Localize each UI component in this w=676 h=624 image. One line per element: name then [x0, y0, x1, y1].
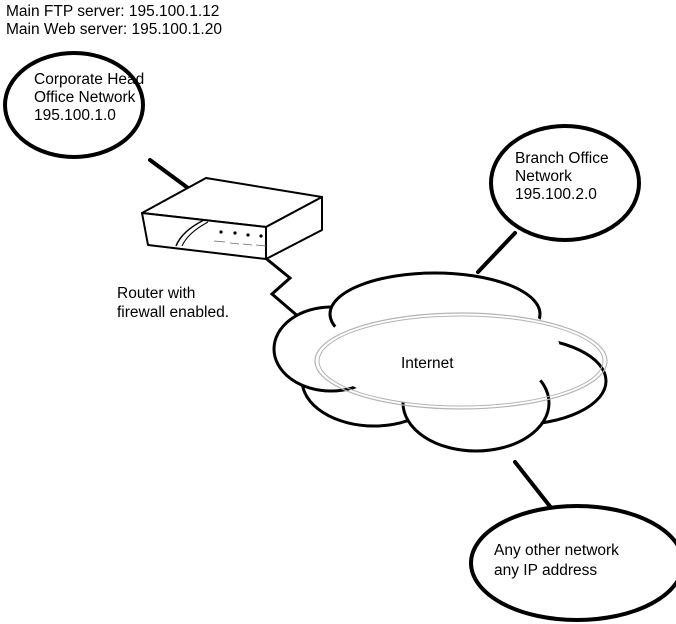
head-office-network-ellipse [3, 51, 145, 159]
branch-office-network-ellipse [489, 124, 641, 242]
head-office-label-2: Office Network [34, 89, 136, 106]
link-internet-other [513, 460, 558, 516]
head-office-label-1: Corporate Head [34, 71, 145, 88]
other-network-label-2: any IP address [494, 562, 598, 579]
internet-label: Internet [401, 355, 454, 372]
router-label-2: firewall enabled. [117, 304, 230, 321]
branch-office-label-1: Branch Office [515, 150, 609, 167]
branch-office-label-3: 195.100.2.0 [515, 186, 597, 203]
internet-inner-ellipse-2 [318, 315, 604, 407]
branch-office-label-2: Network [515, 168, 572, 185]
other-network-ellipse [469, 504, 676, 622]
link-branch-internet [476, 231, 517, 274]
link-head-office-router [148, 158, 190, 190]
router-device-icon [141, 177, 323, 260]
router-label-1: Router with [117, 285, 196, 302]
internet-inner-ellipse [314, 312, 608, 410]
cloud-icon [272, 271, 608, 453]
header-web-server: Main Web server: 195.100.1.20 [6, 21, 222, 38]
head-office-label-3: 195.100.1.0 [34, 107, 116, 124]
other-network-label-1: Any other network [494, 542, 619, 559]
serial-link-icon [261, 254, 302, 320]
header-ftp-server: Main FTP server: 195.100.1.12 [6, 3, 220, 20]
